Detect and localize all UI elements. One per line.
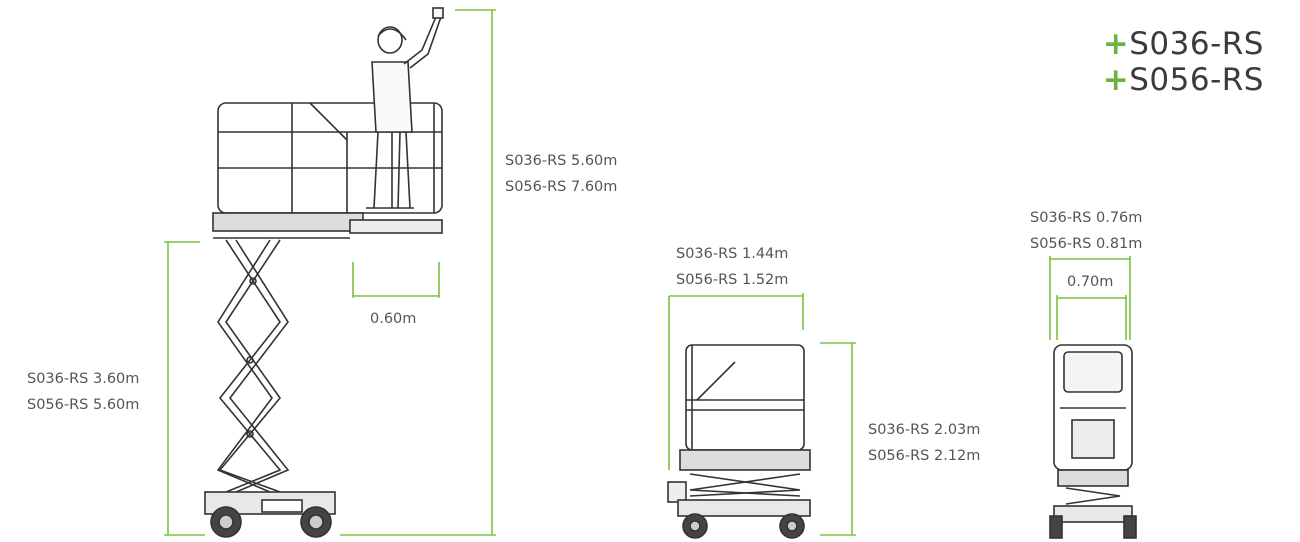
model-title-1: +S036-RS [1102,26,1264,62]
front-view-drawing [1049,344,1137,539]
machine-width-label: S036-RS 0.76m S056-RS 0.81m [1030,210,1143,252]
platform-height-label: S036-RS 3.60m S056-RS 5.60m [27,371,140,413]
machine-length-label: S036-RS 1.44m S056-RS 1.52m [676,246,789,288]
extension-deck-label: 0.60m [370,311,417,327]
dimension-lines [164,9,1131,536]
platform-width-label: 0.70m [1067,274,1114,290]
stowed-height-label: S036-RS 2.03m S056-RS 2.12m [868,422,981,464]
model-title-2: +S056-RS [1102,62,1264,98]
stowed-side-drawing [667,344,811,539]
model-titles: +S036-RS +S056-RS [1103,26,1264,98]
extended-lift-drawing [204,7,444,538]
working-height-label: S036-RS 5.60m S056-RS 7.60m [505,153,618,195]
worker-figure [366,7,444,209]
